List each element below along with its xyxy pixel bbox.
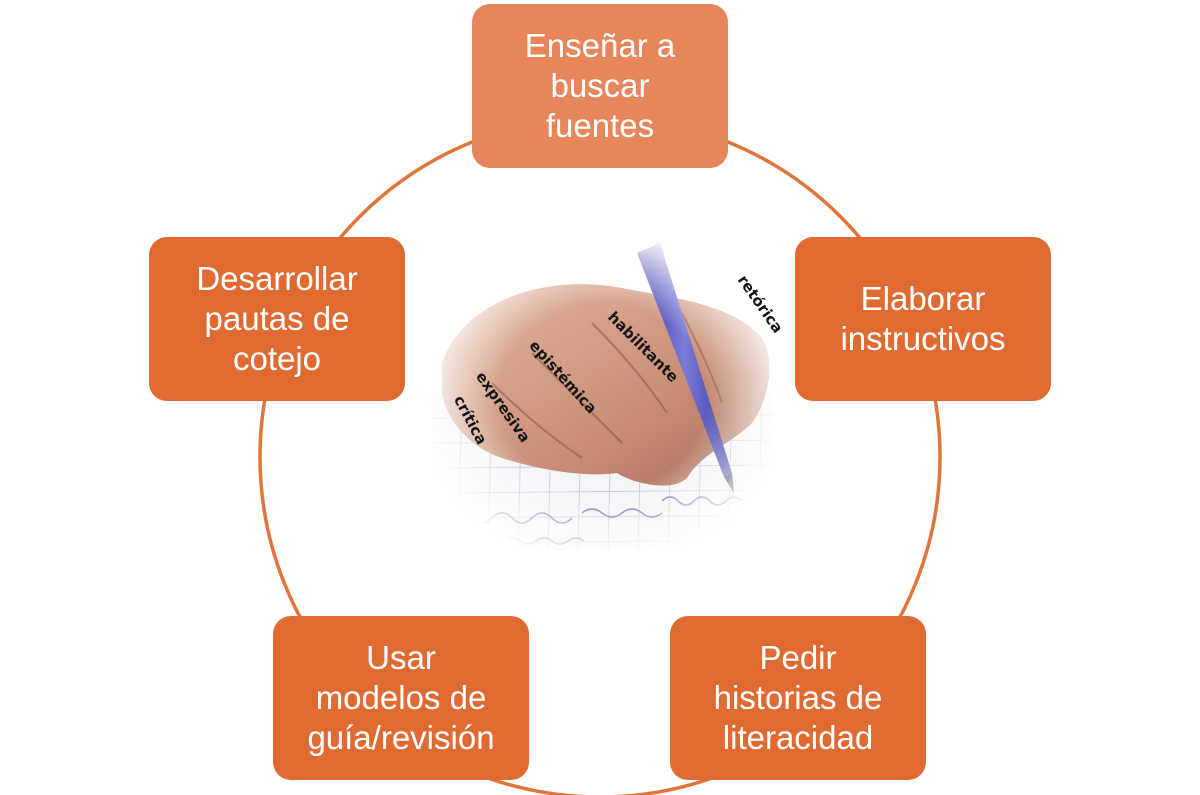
node-ensenar-buscar-fuentes: Enseñar a buscar fuentes (472, 4, 728, 168)
node-label: Usar modelos de guía/revisión (307, 639, 495, 756)
node-desarrollar-pautas: Desarrollar pautas de cotejo (149, 237, 405, 401)
node-label: Elaborar instructivos (840, 280, 1006, 357)
node-usar-modelos: Usar modelos de guía/revisión (273, 616, 529, 780)
node-label: Desarrollar pautas de cotejo (196, 260, 358, 377)
node-pedir-historias: Pedir historias de literacidad (670, 616, 926, 780)
node-elaborar-instructivos: Elaborar instructivos (795, 237, 1051, 401)
hand-writing-photo: crítica expresiva epistémica habilitante… (431, 243, 787, 551)
node-label: Enseñar a buscar fuentes (524, 27, 676, 144)
node-label: Pedir historias de literacidad (713, 639, 883, 756)
